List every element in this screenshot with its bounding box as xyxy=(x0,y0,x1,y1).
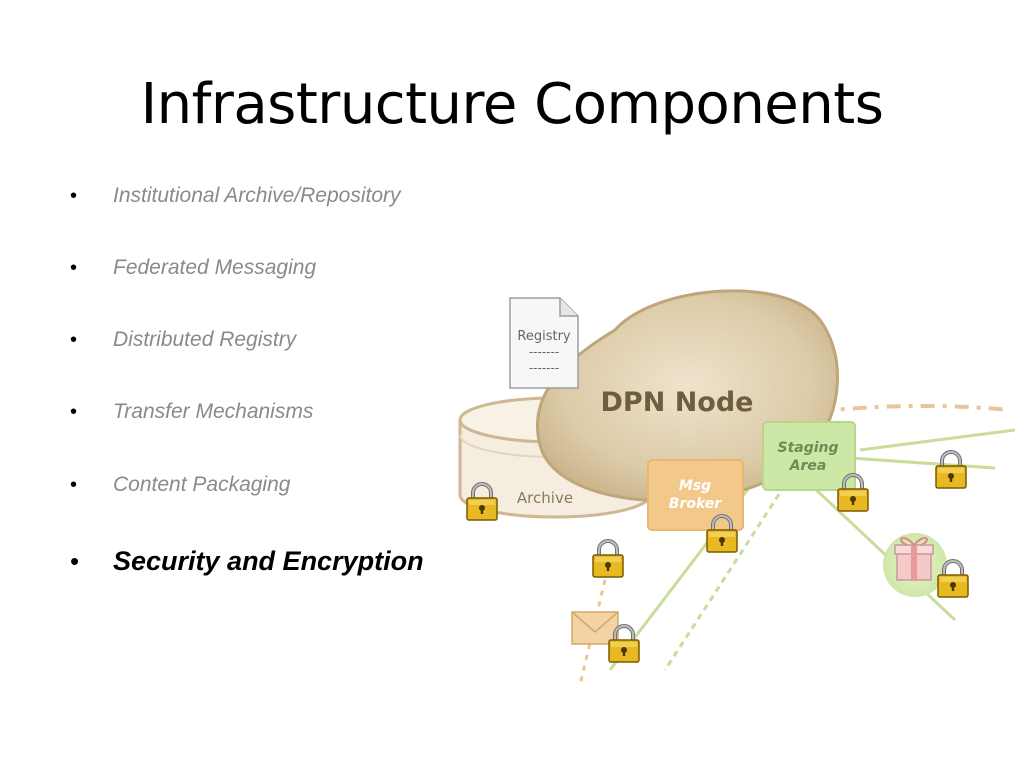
gift-package-icon xyxy=(883,533,947,597)
dashed-connector xyxy=(578,579,607,686)
bullet-text: Security and Encryption xyxy=(113,546,424,576)
registry-document-icon xyxy=(509,297,579,389)
bullet-text: Content Packaging xyxy=(113,473,291,496)
bullet-text: Institutional Archive/Repository xyxy=(113,184,401,207)
bullet-glyph: • xyxy=(70,185,78,207)
staging-area-box xyxy=(762,421,856,491)
msg-broker-label: Msg xyxy=(679,478,711,494)
msg-broker-label: Broker xyxy=(669,496,723,512)
archive-label: Archive xyxy=(517,489,573,507)
bullet-text: Distributed Registry xyxy=(113,328,297,351)
dpn-diagram: DPN Node Archive Registry ------- ------… xyxy=(455,280,1015,700)
registry-line: ------- xyxy=(529,361,559,375)
lock-icon xyxy=(934,450,968,490)
staging-area-label: Staging xyxy=(777,440,838,456)
registry-line: ------- xyxy=(529,345,559,359)
bullet-text: Transfer Mechanisms xyxy=(113,400,314,423)
bullet-glyph: • xyxy=(70,474,78,496)
envelope-icon xyxy=(571,611,619,645)
bullet-item: • Content Packaging xyxy=(70,473,290,497)
bullet-item: • Distributed Registry xyxy=(70,328,296,352)
slide-title: Infrastructure Components xyxy=(140,72,884,137)
registry-title: Registry xyxy=(517,329,571,344)
bullet-item-active: • Security and Encryption xyxy=(70,546,424,577)
bullet-item: • Institutional Archive/Repository xyxy=(70,184,401,208)
bullet-glyph: • xyxy=(70,257,78,279)
dpn-node-label: DPN Node xyxy=(601,387,754,418)
bullet-glyph: • xyxy=(70,329,78,351)
bullet-text: Federated Messaging xyxy=(113,256,317,279)
bullet-glyph: • xyxy=(70,401,78,423)
bullet-item: • Federated Messaging xyxy=(70,256,316,280)
msg-broker-box xyxy=(647,459,744,531)
bullet-glyph: • xyxy=(70,546,80,576)
staging-area-label: Area xyxy=(789,458,827,474)
bullet-item: • Transfer Mechanisms xyxy=(70,400,313,424)
lock-icon xyxy=(591,539,625,579)
